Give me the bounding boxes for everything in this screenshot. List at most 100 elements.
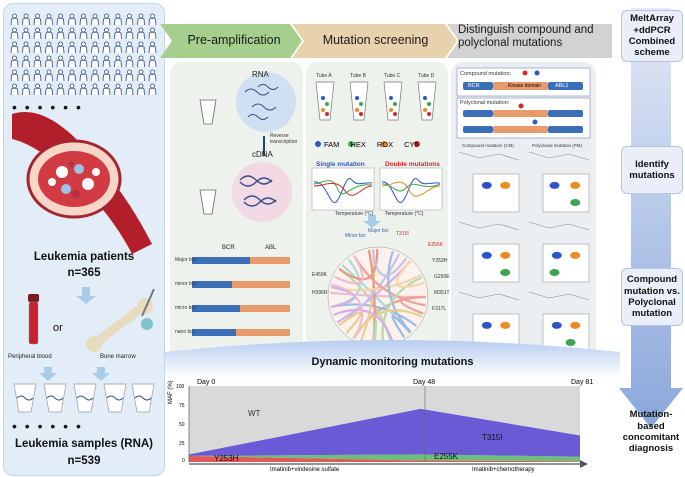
person-icon xyxy=(148,55,157,68)
cdna-label: cDNA xyxy=(252,150,273,159)
identify-box: Identify mutations xyxy=(621,146,683,194)
melt-curve-single xyxy=(311,167,375,211)
person-icon xyxy=(56,69,65,82)
circos-arrow-icon xyxy=(363,215,381,228)
tube-c-label: Tube C xyxy=(384,73,401,79)
maf-axis-label: MAF (%) xyxy=(168,380,174,404)
circos-label-e459k: E459K xyxy=(312,272,328,278)
dye-dot-icon xyxy=(315,141,321,147)
droplet-cluster xyxy=(549,181,560,189)
step-arrow-3 xyxy=(447,24,612,58)
double-mutations-label: Double mutations xyxy=(385,161,440,168)
samples-count: n=539 xyxy=(67,455,101,467)
temperature-axis-label-2: Temperature (°C) xyxy=(385,211,424,217)
tube-icons xyxy=(315,81,437,121)
day-48-label: Day 48 xyxy=(413,379,436,386)
person-icon xyxy=(68,13,76,26)
person-icon xyxy=(102,27,111,40)
dye-legend: FAM HEX ROX CY5 xyxy=(324,140,419,149)
cm-header: Compound mutation (CM) xyxy=(462,143,514,148)
maf-area-t315i xyxy=(189,408,580,457)
treatment-1-label: Imatinib+vindesine sulfate xyxy=(270,467,340,473)
person-icon xyxy=(125,41,134,54)
circos-label-g250e: G250E xyxy=(434,274,450,280)
left-panel: • • • • • • Leukemia patients n=365 or P… xyxy=(3,3,165,476)
person-icon xyxy=(102,13,111,26)
circos-chord xyxy=(371,320,378,345)
rna-circle xyxy=(236,72,296,132)
preamp-illustration xyxy=(192,72,296,336)
circos-chord xyxy=(333,308,394,343)
step-arrow-2 xyxy=(292,24,457,58)
circos-label-m351t: M351T xyxy=(434,290,450,296)
bcr-label-1: BCR xyxy=(468,83,480,89)
dye-rox-label: ROX xyxy=(376,140,394,149)
rt-label: Reverse transcription xyxy=(270,133,298,145)
person-icon xyxy=(45,55,53,68)
person-icon xyxy=(45,41,53,54)
circos-chord xyxy=(371,249,408,277)
person-icon xyxy=(137,13,145,26)
samples-ellipsis: • • • • • • xyxy=(12,418,83,434)
or-label: or xyxy=(53,322,63,334)
temperature-axis-label: Temperature (°C) xyxy=(335,211,374,217)
person-icon xyxy=(33,41,42,54)
maf-area-e255k xyxy=(189,454,580,462)
person-icon xyxy=(68,83,76,96)
person-icon xyxy=(114,13,122,26)
breakpoint-bars xyxy=(192,257,290,336)
person-icon xyxy=(114,27,122,40)
circos-chord xyxy=(387,251,412,333)
person-icon xyxy=(125,13,134,26)
person-icon xyxy=(114,41,122,54)
circos-label-minor: Minor bcr xyxy=(345,233,366,239)
dye-dot-icon xyxy=(414,141,420,147)
breakpoint-major: Major bcr xyxy=(175,257,196,263)
ddpcr-plots xyxy=(458,151,590,353)
person-icon xyxy=(79,41,88,54)
scheme-box: MeltArray +ddPCR Combined scheme xyxy=(621,10,683,62)
circos-label-e255k: E255K xyxy=(428,242,444,248)
droplet-cluster xyxy=(481,251,492,259)
person-icon xyxy=(56,55,65,68)
person-icon xyxy=(148,41,157,54)
droplet-cluster xyxy=(570,321,581,329)
circos-chord xyxy=(331,283,364,340)
patients-count: n=365 xyxy=(67,267,101,279)
step-label-screening: Mutation screening xyxy=(322,33,429,47)
droplet-cluster xyxy=(481,181,492,189)
person-icon xyxy=(79,69,88,82)
breakpoint-minor: minor bcr xyxy=(175,281,196,287)
person-icon xyxy=(91,69,99,82)
droplet-cluster xyxy=(570,199,581,206)
person-icon xyxy=(125,69,134,82)
person-icon xyxy=(114,55,122,68)
abl1-label-1: ABL1 xyxy=(555,83,569,89)
compound-vs-polyclonal-box: Compound mutation vs. Polyclonal mutatio… xyxy=(621,268,683,326)
person-icon xyxy=(10,69,19,82)
circos-label-h396r: H396R xyxy=(312,290,328,296)
person-icon xyxy=(33,69,42,82)
maf-area-y253h xyxy=(189,455,580,462)
person-icon xyxy=(79,27,88,40)
ytick-75: 75 xyxy=(179,403,185,409)
side-arrow xyxy=(619,8,683,428)
breakpoint-micro: micro bcr xyxy=(175,305,196,311)
person-icon xyxy=(79,55,88,68)
ddpcr-plot xyxy=(528,221,590,283)
person-icon xyxy=(22,83,30,96)
cdna-circle xyxy=(232,162,292,222)
area-label-wt: WT xyxy=(248,409,261,418)
circos-chord xyxy=(330,285,356,309)
ytick-50: 50 xyxy=(179,422,185,428)
circos-chord xyxy=(338,311,362,334)
person-icon xyxy=(45,69,53,82)
sample-tubes xyxy=(13,383,155,413)
person-icon xyxy=(10,27,19,40)
person-icon xyxy=(79,83,88,96)
patient-icons xyxy=(10,13,157,96)
sample-arrows xyxy=(39,367,110,381)
person-icon xyxy=(45,27,53,40)
person-icon xyxy=(56,13,65,26)
breakpoint-nano: nano bcr xyxy=(175,329,195,335)
